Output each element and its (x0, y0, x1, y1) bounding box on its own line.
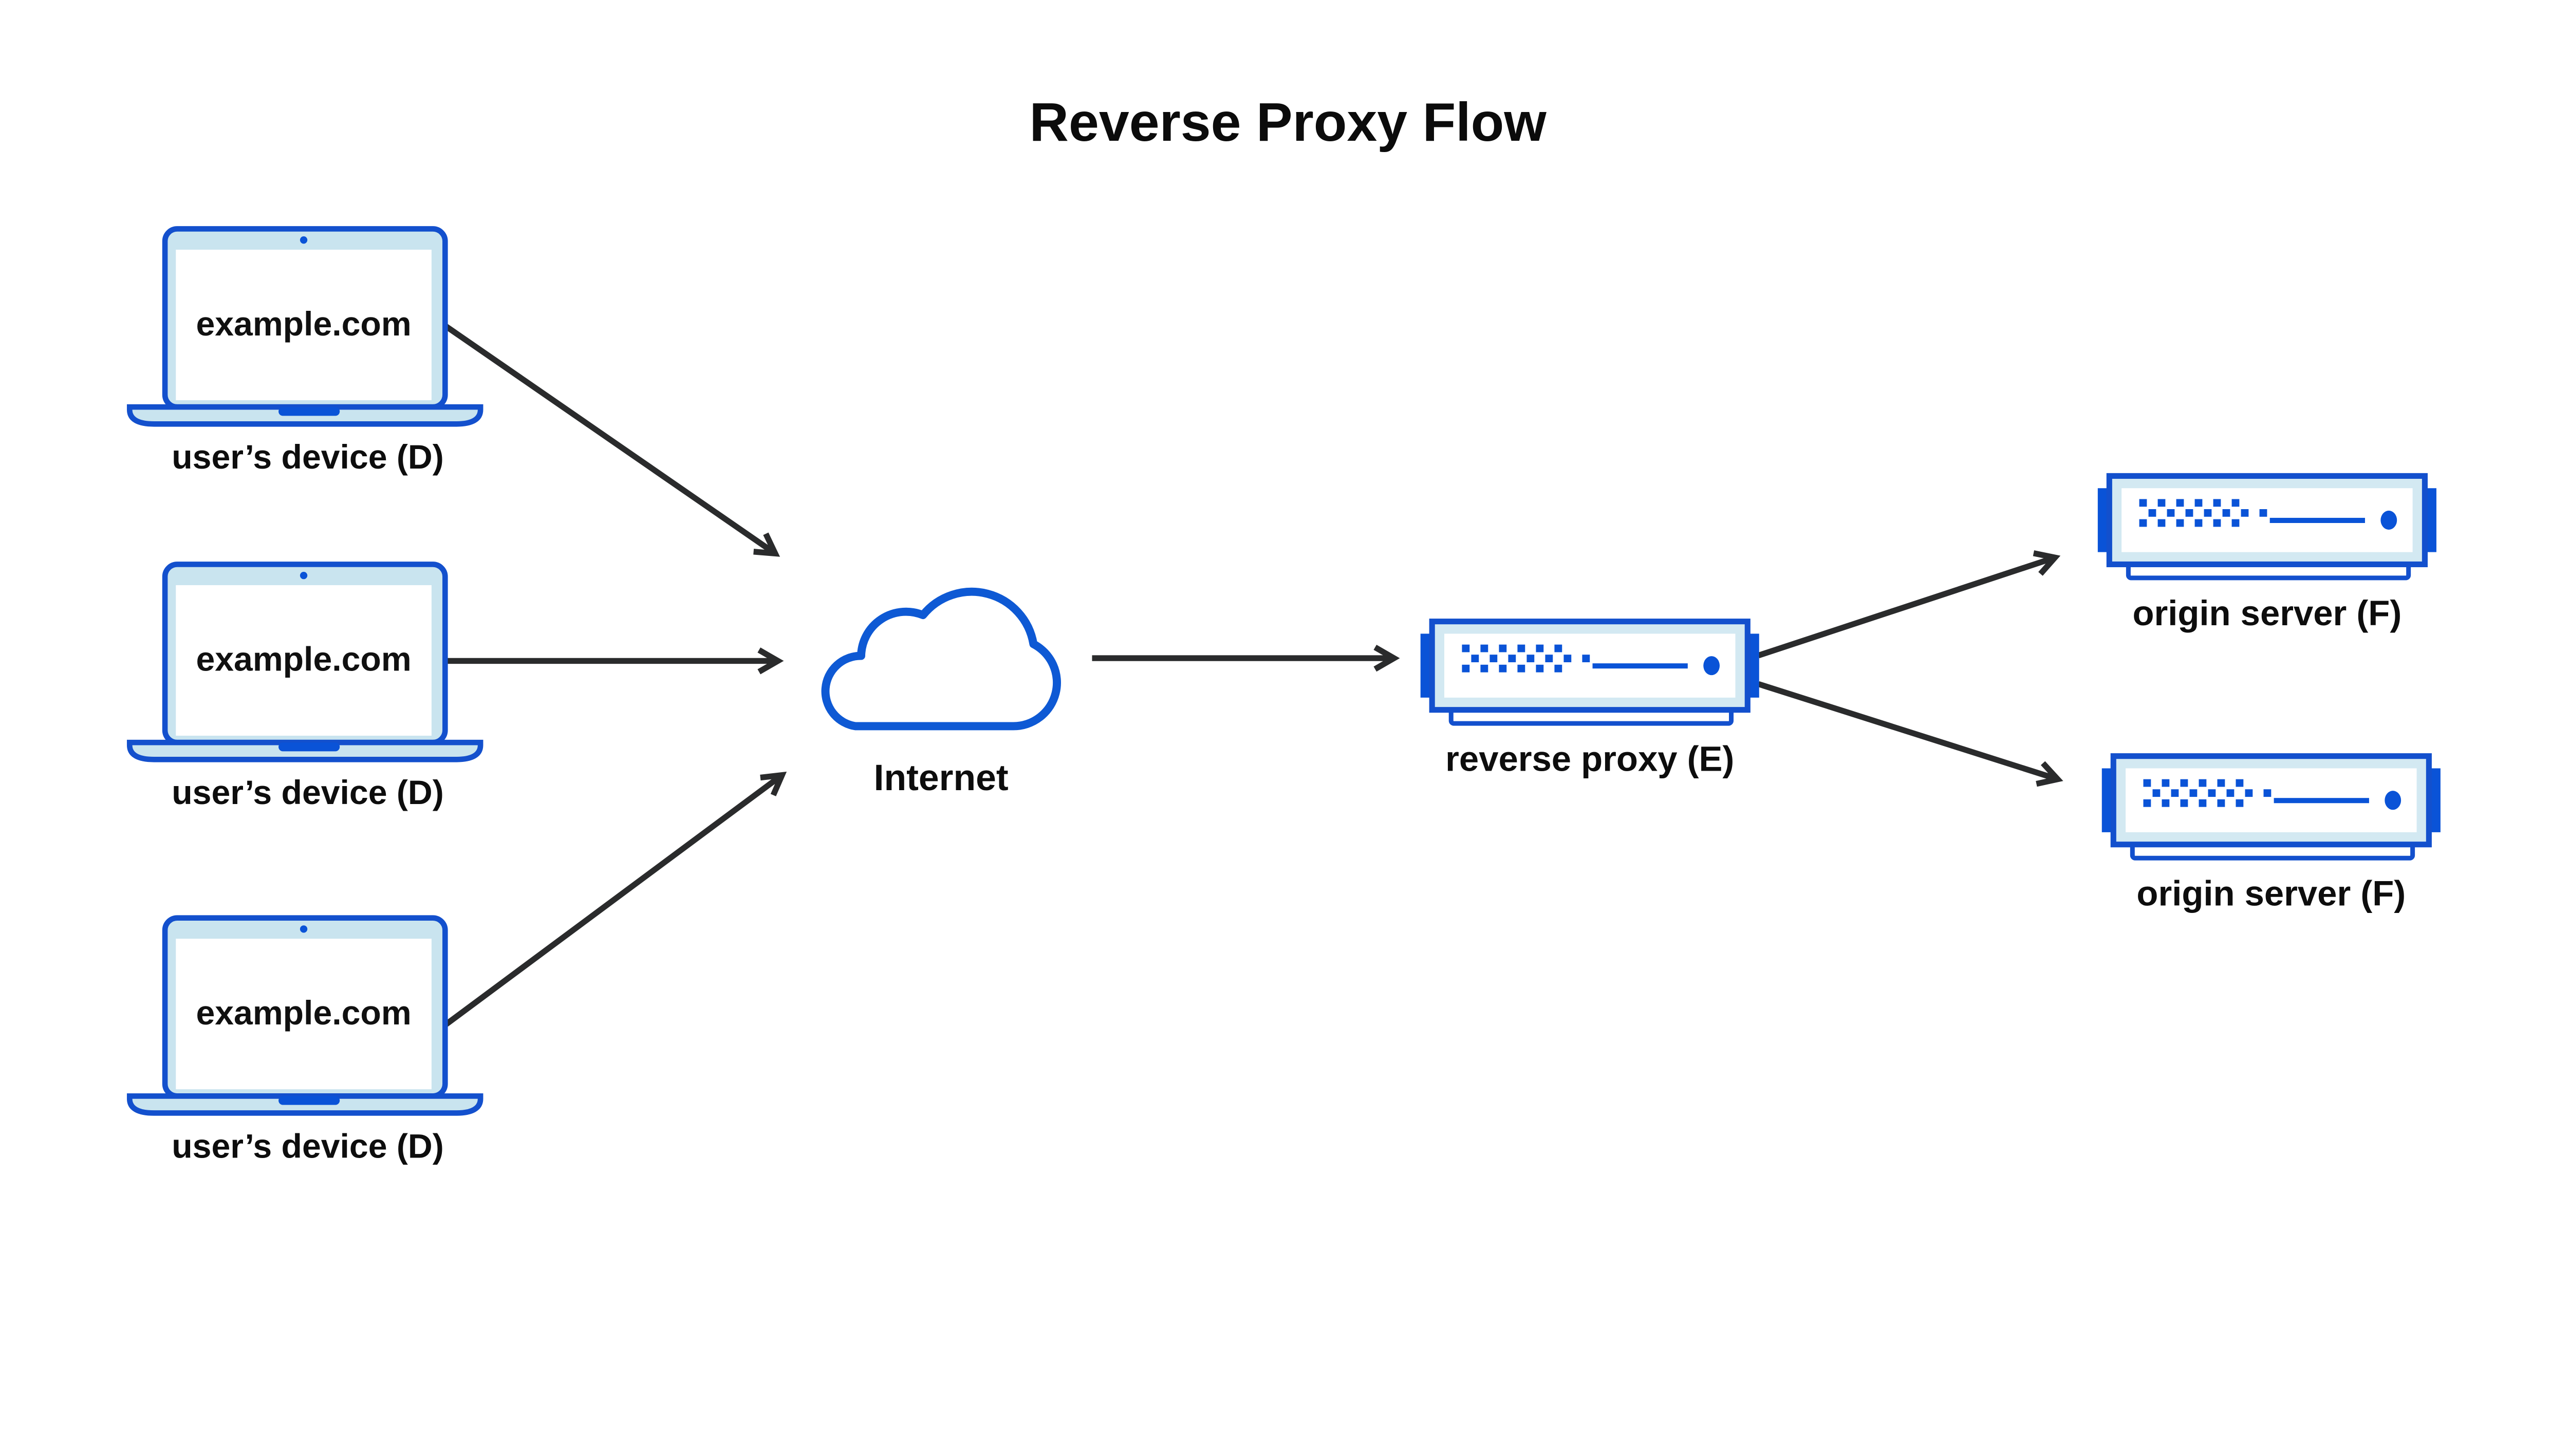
node-internet: Internet (821, 587, 1061, 798)
origin-server-2-label: origin server (F) (2136, 874, 2406, 913)
origin-server-1-label: origin server (F) (2133, 593, 2402, 633)
device-2-label: user’s device (D) (172, 774, 443, 812)
node-user-device-3: example.com user’s device (D) (129, 918, 480, 1165)
device-1-label: user’s device (D) (172, 438, 443, 476)
reverse-proxy-flow-diagram: Reverse Proxy Flow example.com user’s de… (0, 92, 2569, 1165)
node-reverse-proxy: reverse proxy (E) (1421, 622, 1759, 778)
page-title: Reverse Proxy Flow (1030, 92, 1547, 153)
device-1-screen-url: example.com (196, 305, 411, 343)
device-2-screen-url: example.com (196, 641, 411, 679)
arrows (443, 324, 2063, 1028)
server-rack-icon (2102, 756, 2441, 858)
device-3-label: user’s device (D) (172, 1127, 443, 1165)
arrow-internet-to-proxy (1092, 644, 1400, 672)
node-origin-server-2: origin server (F) (2102, 756, 2441, 913)
arrow-proxy-to-origin1 (1757, 550, 2061, 659)
internet-label: Internet (874, 757, 1009, 798)
reverse-proxy-label: reverse proxy (E) (1445, 739, 1734, 778)
arrow-device3-to-internet (443, 771, 787, 1028)
cloud-icon (821, 587, 1061, 731)
arrow-device2-to-internet (446, 647, 784, 675)
node-user-device-2: example.com user’s device (D) (129, 564, 480, 812)
server-rack-icon (2098, 476, 2436, 578)
node-origin-server-1: origin server (F) (2098, 476, 2436, 633)
server-rack-icon (1421, 622, 1759, 724)
arrow-proxy-to-origin2 (1757, 681, 2063, 787)
arrow-device1-to-internet (444, 324, 780, 557)
diagram-stage: Reverse Proxy Flow example.com user’s de… (0, 92, 2569, 1165)
node-user-device-1: example.com user’s device (D) (129, 229, 480, 476)
device-3-screen-url: example.com (196, 994, 411, 1032)
